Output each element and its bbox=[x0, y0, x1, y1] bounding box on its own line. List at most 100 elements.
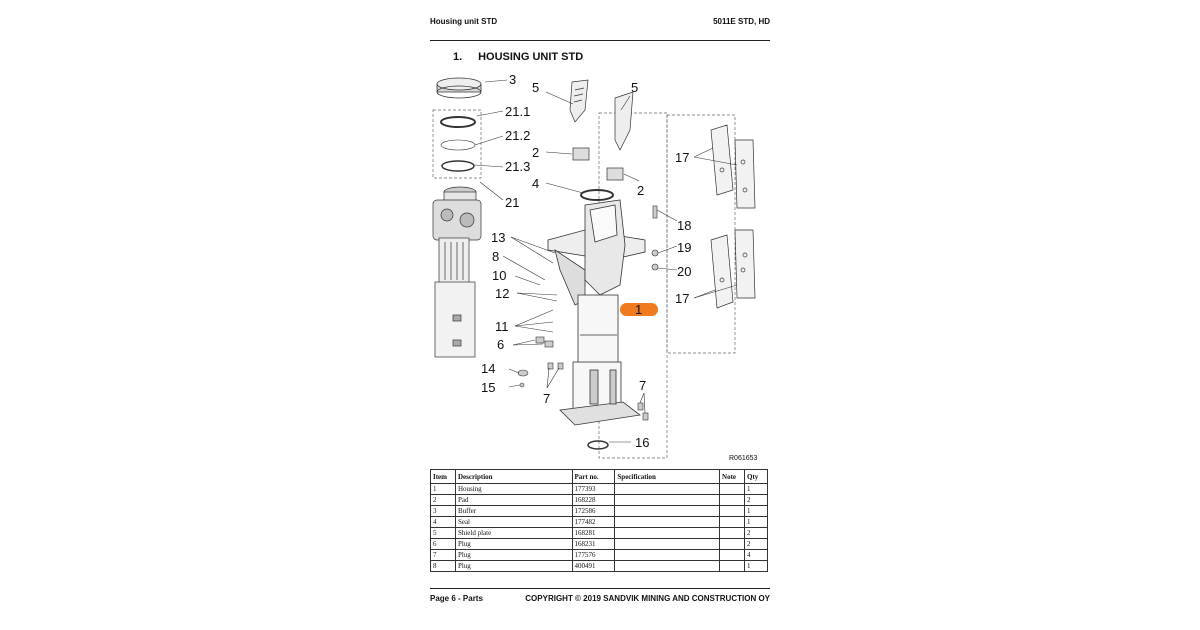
cell-note bbox=[719, 549, 745, 561]
seal-rings bbox=[440, 116, 476, 172]
callout-label: 20 bbox=[677, 264, 691, 279]
fasteners bbox=[517, 205, 659, 450]
footer-copyright: COPYRIGHT © 2019 SANDVIK MINING AND CONS… bbox=[525, 594, 770, 603]
cell-specification bbox=[614, 505, 721, 517]
section-heading: 1. HOUSING UNIT STD bbox=[453, 51, 583, 63]
cell-item: 4 bbox=[430, 516, 456, 528]
cell-description: Seal bbox=[454, 516, 573, 528]
cell-part-no: 168231 bbox=[571, 538, 616, 550]
col-header-item: Item bbox=[430, 469, 456, 484]
header-title: Housing unit STD bbox=[430, 17, 498, 26]
col-header-note: Note bbox=[719, 469, 745, 484]
callout-label: 7 bbox=[543, 391, 550, 406]
table-row: 6 Plug 168231 2 bbox=[430, 538, 768, 550]
cell-part-no: 400491 bbox=[571, 560, 616, 572]
seal-part bbox=[580, 189, 614, 201]
parts-table-header: Item Description Part no. Specification … bbox=[430, 469, 768, 484]
callout-label: 21.3 bbox=[505, 159, 530, 174]
cell-qty: 4 bbox=[744, 549, 768, 561]
housing-part bbox=[547, 199, 646, 426]
table-row: 7 Plug 177576 4 bbox=[430, 549, 768, 561]
cell-specification bbox=[614, 560, 721, 572]
section-title: HOUSING UNIT STD bbox=[478, 51, 584, 63]
callout-label: 21.2 bbox=[505, 128, 530, 143]
cell-specification bbox=[614, 516, 721, 528]
cell-description: Plug bbox=[454, 549, 573, 561]
cell-part-no: 168281 bbox=[571, 527, 616, 539]
header-model: 5011E STD, HD bbox=[713, 17, 770, 26]
callout-label: 19 bbox=[677, 240, 691, 255]
cell-part-no: 168228 bbox=[571, 494, 616, 506]
table-row: 2 Pad 168228 2 bbox=[430, 494, 768, 506]
cell-note bbox=[719, 516, 745, 528]
footer-page-label: Page 6 - Parts bbox=[430, 594, 483, 603]
cell-qty: 1 bbox=[744, 483, 768, 495]
table-row: 3 Buffer 172586 1 bbox=[430, 505, 768, 517]
cell-specification bbox=[614, 494, 721, 506]
col-header-part-no: Part no. bbox=[571, 469, 616, 484]
footer-rule bbox=[430, 588, 770, 589]
cell-qty: 2 bbox=[744, 538, 768, 550]
callout-label: 15 bbox=[481, 380, 495, 395]
col-header-qty: Qty bbox=[744, 469, 768, 484]
table-row: 5 Shield plate 168281 2 bbox=[430, 527, 768, 539]
cell-item: 5 bbox=[430, 527, 456, 539]
callout-label: 10 bbox=[492, 268, 506, 283]
cell-part-no: 172586 bbox=[571, 505, 616, 517]
shield-plates bbox=[569, 79, 634, 151]
callout-label: 18 bbox=[677, 218, 691, 233]
cell-note bbox=[719, 560, 745, 572]
cell-qty: 1 bbox=[744, 516, 768, 528]
cell-note bbox=[719, 494, 745, 506]
cell-note bbox=[719, 527, 745, 539]
callout-labels: 3 21.1 21.2 21.3 21 5 5 2 2 4 17 18 19 2… bbox=[481, 72, 691, 450]
buffer-part bbox=[436, 77, 482, 99]
callout-label: 8 bbox=[492, 249, 499, 264]
callout-label: 13 bbox=[491, 230, 505, 245]
cell-specification bbox=[614, 549, 721, 561]
header-rule bbox=[430, 40, 770, 41]
callout-label: 17 bbox=[675, 150, 689, 165]
cell-specification bbox=[614, 527, 721, 539]
parts-table: Item Description Part no. Specification … bbox=[430, 469, 768, 572]
callout-label: 6 bbox=[497, 337, 504, 352]
cell-item: 7 bbox=[430, 549, 456, 561]
leader-lines bbox=[474, 79, 738, 443]
cell-description: Plug bbox=[454, 560, 573, 572]
cell-note bbox=[719, 538, 745, 550]
cell-qty: 1 bbox=[744, 560, 768, 572]
section-number: 1. bbox=[453, 51, 463, 63]
callout-label: 4 bbox=[532, 176, 539, 191]
cell-part-no: 177482 bbox=[571, 516, 616, 528]
callout-label: 1 bbox=[635, 302, 642, 317]
cell-description: Pad bbox=[454, 494, 573, 506]
side-plates bbox=[710, 124, 756, 309]
cell-item: 3 bbox=[430, 505, 456, 517]
item-1-highlight bbox=[620, 303, 658, 316]
callout-label: 3 bbox=[509, 72, 516, 87]
callout-label: 2 bbox=[637, 183, 644, 198]
cell-item: 6 bbox=[430, 538, 456, 550]
cell-description: Housing bbox=[454, 483, 573, 495]
cell-part-no: 177576 bbox=[571, 549, 616, 561]
col-header-specification: Specification bbox=[614, 469, 721, 484]
cell-qty: 2 bbox=[744, 527, 768, 539]
table-row: 4 Seal 177482 1 bbox=[430, 516, 768, 528]
cell-qty: 2 bbox=[744, 494, 768, 506]
callout-label: 21 bbox=[505, 195, 519, 210]
drawing-reference: R061653 bbox=[729, 455, 758, 462]
cell-part-no: 177393 bbox=[571, 483, 616, 495]
callout-label: 17 bbox=[675, 291, 689, 306]
table-row: 1 Housing 177393 1 bbox=[430, 483, 768, 495]
callout-label: 5 bbox=[631, 80, 638, 95]
exploded-parts-diagram: 3 21.1 21.2 21.3 21 5 5 2 2 4 17 18 19 2… bbox=[432, 72, 758, 462]
cell-note bbox=[719, 505, 745, 517]
cell-description: Shield plate bbox=[454, 527, 573, 539]
callout-label: 7 bbox=[639, 378, 646, 393]
callout-label: 14 bbox=[481, 361, 495, 376]
callout-label: 12 bbox=[495, 286, 509, 301]
pads bbox=[572, 147, 624, 181]
cell-item: 1 bbox=[430, 483, 456, 495]
cell-item: 2 bbox=[430, 494, 456, 506]
callout-label: 2 bbox=[532, 145, 539, 160]
